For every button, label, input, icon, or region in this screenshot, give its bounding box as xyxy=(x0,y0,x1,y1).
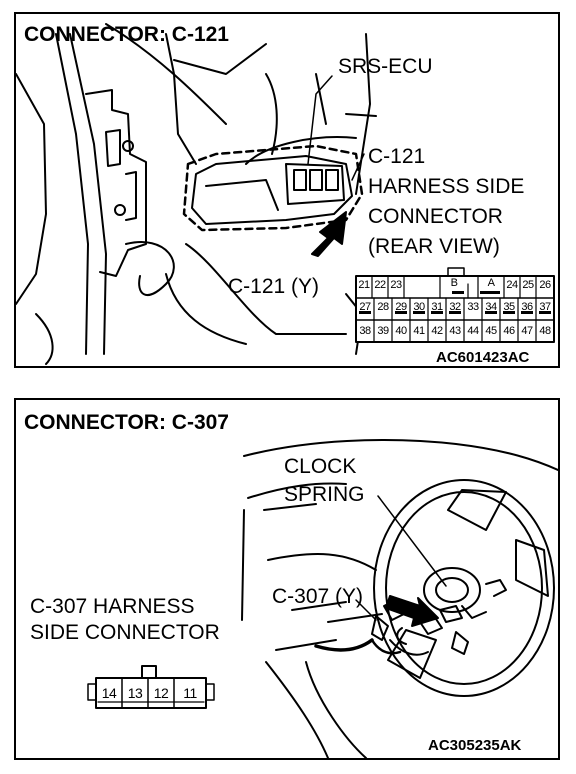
c307-heading: CONNECTOR: C-307 xyxy=(24,411,229,434)
c121-pin: 46 xyxy=(503,325,515,337)
c307-figure-code: AC305235AK xyxy=(428,737,522,754)
c121-pin: 28 xyxy=(377,301,389,313)
c307-pin: 11 xyxy=(183,685,197,701)
c121-pin: A xyxy=(487,277,495,289)
c121-pin: 32 xyxy=(449,301,461,313)
c121-harness-line-4: (REAR VIEW) xyxy=(368,235,500,258)
c121-pin: 22 xyxy=(374,279,386,291)
c121-pin: 30 xyxy=(413,301,425,313)
c121-pin: 29 xyxy=(395,301,407,313)
c121-pin: 25 xyxy=(522,279,534,291)
c121-pin: B xyxy=(450,277,458,289)
c121-pin: 26 xyxy=(539,279,551,291)
c121-harness-line-2: HARNESS SIDE xyxy=(368,175,525,198)
c121-harness-line-1: C-121 xyxy=(368,145,426,168)
c121-pin: 27 xyxy=(359,301,371,313)
c121-connector-label: C-121 (Y) xyxy=(228,275,320,298)
c121-pin: 48 xyxy=(539,325,551,337)
c307-connector-label: C-307 (Y) xyxy=(272,585,364,608)
clock-spring-label-line-1: CLOCK xyxy=(284,455,357,478)
c121-pin: 35 xyxy=(503,301,515,313)
c307-harness-line-1: C-307 HARNESS xyxy=(30,595,195,618)
connector-c121-panel: CONNECTOR: C-121 SRS-ECU C-121 HARNESS S… xyxy=(14,12,560,368)
c307-location-illustration xyxy=(87,439,558,758)
c121-pin: 42 xyxy=(431,325,443,337)
srs-ecu-label: SRS-ECU xyxy=(338,55,433,78)
c121-location-illustration xyxy=(16,23,555,365)
c121-pin: 41 xyxy=(413,325,425,337)
c121-pin: 33 xyxy=(467,301,479,313)
c121-harness-line-3: CONNECTOR xyxy=(368,205,503,228)
c121-figure-code: AC601423AC xyxy=(436,349,530,366)
c121-pin: 38 xyxy=(359,325,371,337)
c121-pin: 31 xyxy=(431,301,443,313)
c121-pin: 24 xyxy=(506,279,518,291)
c121-pin: 44 xyxy=(467,325,479,337)
c307-pin: 13 xyxy=(127,685,143,701)
c307-pin: 12 xyxy=(153,685,169,701)
c121-pin: 40 xyxy=(395,325,407,337)
c121-pin: 34 xyxy=(485,301,497,313)
c307-pin: 14 xyxy=(101,685,117,701)
c121-pin: 36 xyxy=(521,301,533,313)
c121-pin: 47 xyxy=(521,325,533,337)
connector-c307-panel: CONNECTOR: C-307 CLOCK SPRING C-307 (Y) … xyxy=(14,398,560,760)
c121-pin: 39 xyxy=(377,325,389,337)
c307-harness-line-2: SIDE CONNECTOR xyxy=(30,621,220,644)
c121-pin: 45 xyxy=(485,325,497,337)
clock-spring-label-line-2: SPRING xyxy=(284,483,365,506)
c121-pin: 21 xyxy=(358,279,370,291)
c121-pin: 37 xyxy=(539,301,551,313)
c121-heading: CONNECTOR: C-121 xyxy=(24,23,229,46)
c121-pin: 43 xyxy=(449,325,461,337)
c121-pin: 23 xyxy=(390,279,402,291)
